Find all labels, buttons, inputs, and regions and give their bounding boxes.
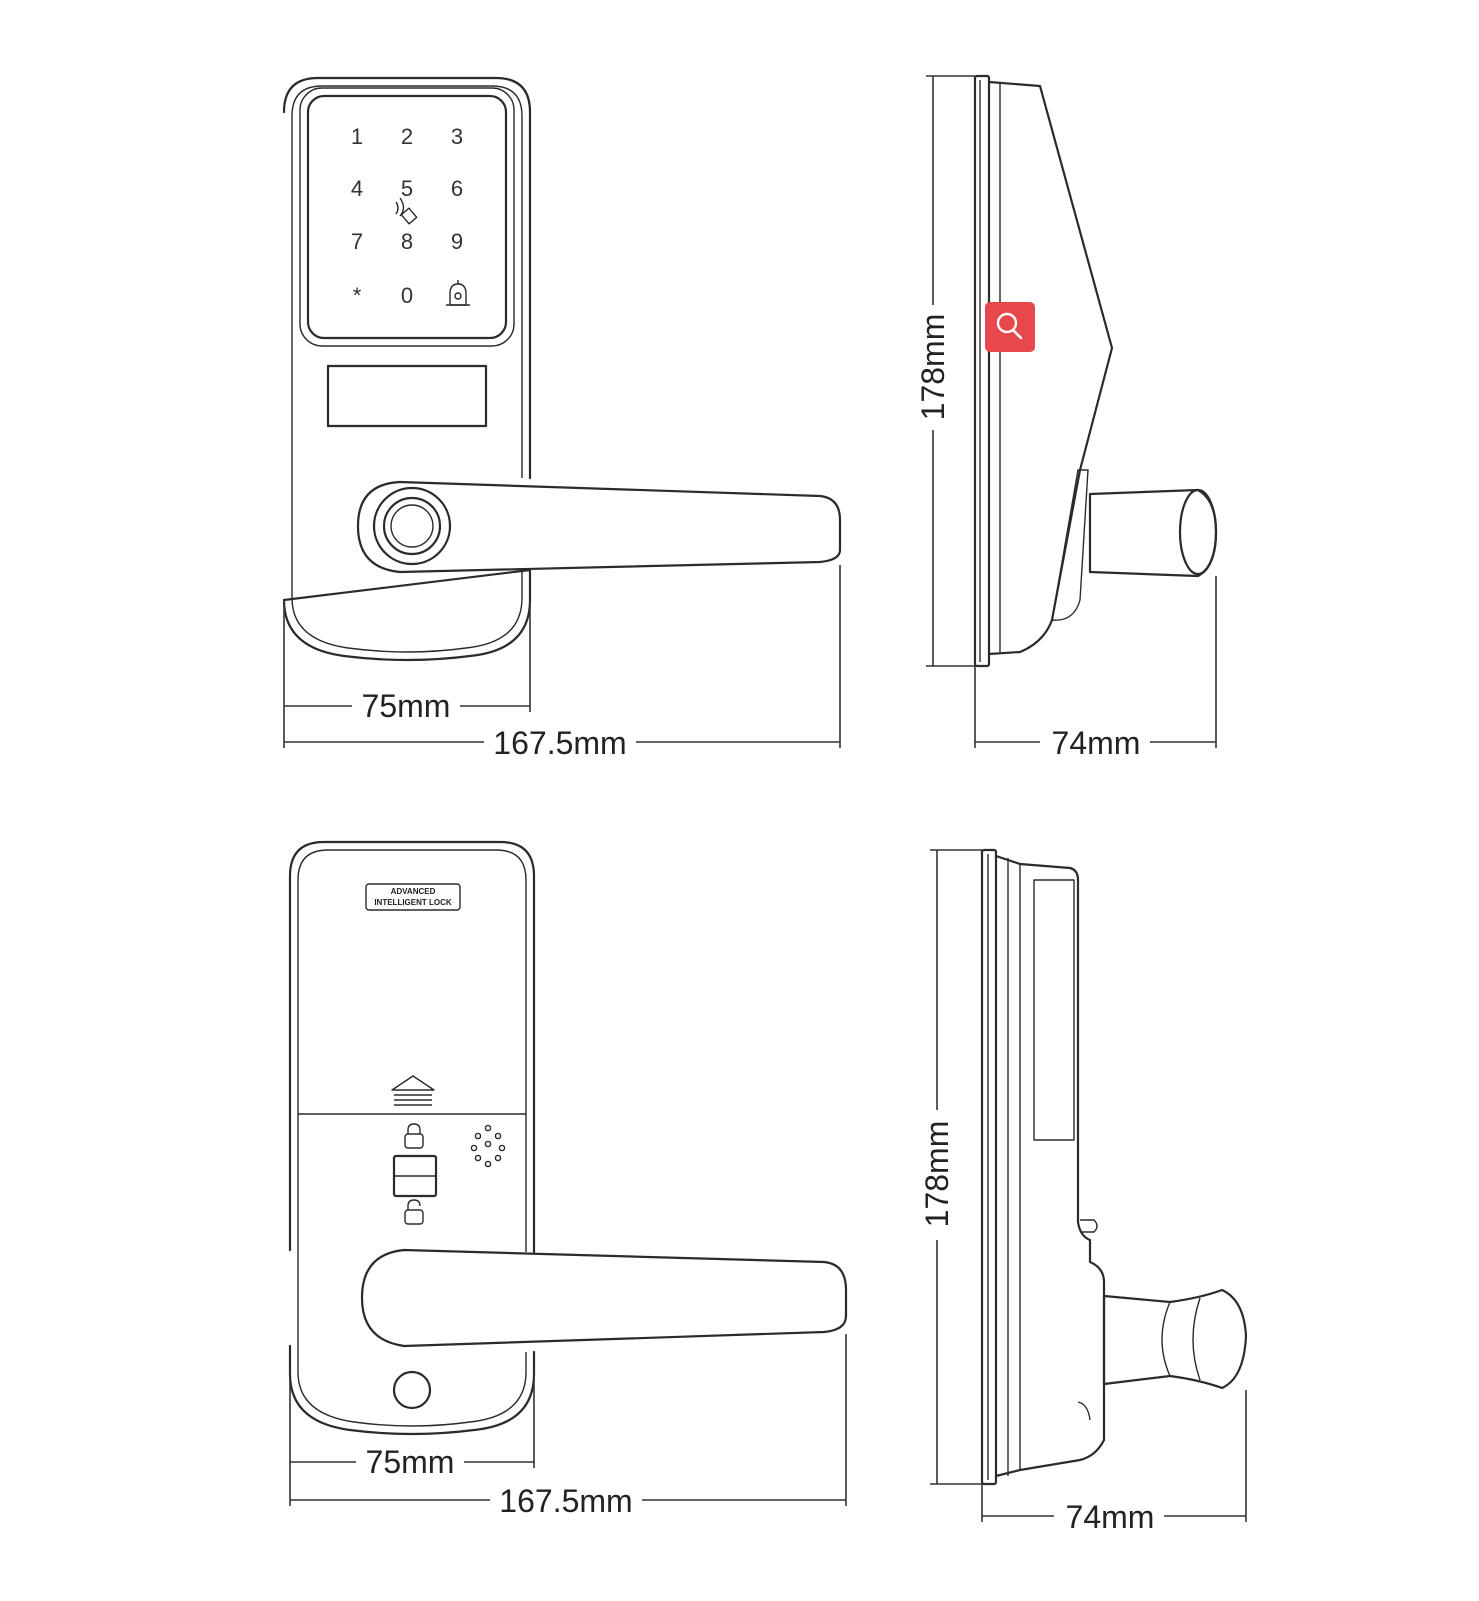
side2-depth-label: 74mm bbox=[1066, 1499, 1155, 1535]
lock-icon bbox=[404, 1123, 424, 1149]
back-escutcheon bbox=[288, 840, 536, 1436]
fingerprint-ring-inner bbox=[382, 496, 442, 556]
side-plate bbox=[973, 74, 991, 668]
search-badge[interactable] bbox=[985, 302, 1035, 352]
back-total-label: 167.5mm bbox=[499, 1483, 632, 1519]
key-6: 6 bbox=[451, 176, 463, 201]
side2-battery-cover bbox=[1033, 879, 1075, 1141]
front-escutcheon bbox=[282, 76, 532, 662]
keypad-panel bbox=[306, 94, 508, 340]
key-8: 8 bbox=[401, 229, 413, 254]
fingerprint-sensor bbox=[390, 504, 434, 548]
back-dimensions: 75mm 167.5mm bbox=[289, 1334, 847, 1519]
side-view-2 bbox=[980, 848, 1248, 1486]
keypad-keys: 1 2 3 4 5 6 7 8 9 * 0 bbox=[351, 124, 463, 308]
side-handle bbox=[1088, 488, 1218, 578]
back-handle bbox=[360, 1248, 848, 1348]
front-width-label: 75mm bbox=[362, 688, 451, 724]
side-dimensions: 178mm 74mm bbox=[915, 75, 1217, 761]
search-badge-bg[interactable] bbox=[985, 302, 1035, 352]
side2-plate bbox=[980, 848, 998, 1486]
side2-handle bbox=[1102, 1288, 1248, 1390]
search-icon bbox=[996, 312, 1023, 340]
side2-dimensions: 178mm 74mm bbox=[919, 849, 1247, 1535]
side-body bbox=[987, 80, 1114, 656]
rfid-card-icon bbox=[395, 197, 418, 225]
emergency-key-hole[interactable] bbox=[392, 1370, 432, 1410]
fingerprint-ring-outer bbox=[372, 486, 452, 566]
brand-label-line2: INTELLIGENT LOCK bbox=[374, 898, 452, 907]
front-view: 1 2 3 4 5 6 7 8 9 * 0 bbox=[282, 76, 842, 662]
side2-height-label: 178mm bbox=[919, 1121, 955, 1228]
key-1: 1 bbox=[351, 124, 363, 149]
front-handle bbox=[356, 480, 842, 574]
side-view bbox=[973, 74, 1218, 668]
key-9: 9 bbox=[451, 229, 463, 254]
brand-label-line1: ADVANCED bbox=[391, 887, 436, 896]
side2-body bbox=[994, 854, 1106, 1478]
front-total-label: 167.5mm bbox=[493, 725, 626, 761]
key-2: 2 bbox=[401, 124, 413, 149]
back-width-label: 75mm bbox=[366, 1444, 455, 1480]
key-4: 4 bbox=[351, 176, 363, 201]
unlock-icon bbox=[404, 1199, 424, 1225]
bell-icon bbox=[446, 280, 470, 306]
key-star: * bbox=[353, 283, 362, 308]
side-depth-label: 74mm bbox=[1052, 725, 1141, 761]
key-7: 7 bbox=[351, 229, 363, 254]
key-5: 5 bbox=[401, 176, 413, 201]
display-window bbox=[326, 364, 488, 428]
back-view: ADVANCED INTELLIGENT LOCK bbox=[288, 840, 848, 1436]
arrow-up-icon bbox=[391, 1075, 435, 1106]
front-dimensions: 75mm 167.5mm bbox=[283, 565, 841, 761]
speaker-holes-icon bbox=[470, 1124, 506, 1168]
side-height-label: 178mm bbox=[915, 314, 951, 421]
brand-label: ADVANCED INTELLIGENT LOCK bbox=[365, 883, 461, 911]
key-3: 3 bbox=[451, 124, 463, 149]
lock-toggle[interactable] bbox=[392, 1123, 438, 1225]
key-0: 0 bbox=[401, 283, 413, 308]
